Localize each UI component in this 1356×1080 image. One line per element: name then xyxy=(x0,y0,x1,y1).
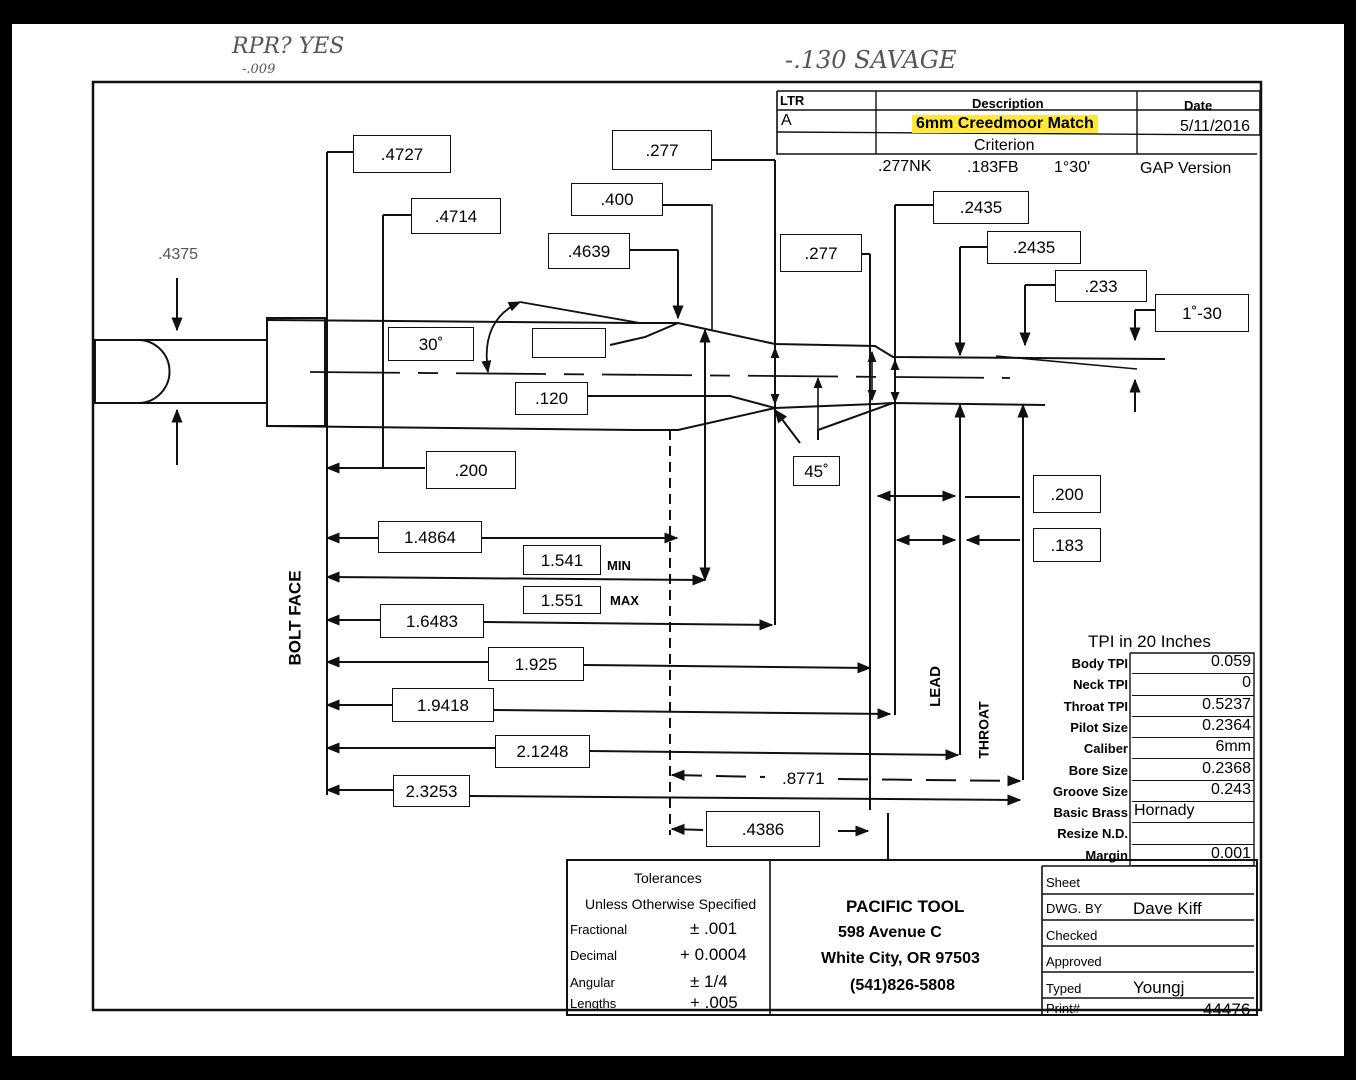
handwritten-savage-note: -.130 SAVAGE xyxy=(785,46,957,74)
tolerances-title: Tolerances xyxy=(634,870,702,886)
dim-8771: .8771 xyxy=(782,769,825,788)
description-value: 6mm Creedmoor Match xyxy=(912,115,1098,133)
tolerance-value: + .005 xyxy=(690,993,738,1012)
company-address: 598 Avenue C xyxy=(838,924,942,941)
tpi-row-value: 0 xyxy=(1132,674,1254,696)
company-phone: (541)826-5808 xyxy=(850,977,955,994)
version-label: GAP Version xyxy=(1140,160,1232,177)
dim-277-mid: .277 xyxy=(780,234,862,272)
dim-21248: 2.1248 xyxy=(495,735,590,768)
company-city: White City, OR 97503 xyxy=(821,950,980,967)
dim-16483: 1.6483 xyxy=(380,604,484,638)
dim-400: .400 xyxy=(571,183,663,216)
ltr-header: LTR xyxy=(780,93,805,108)
neck-spec: .277NK xyxy=(878,158,932,175)
tpi-row-label: Bore Size xyxy=(1068,762,1128,778)
tpi-title: TPI in 20 Inches xyxy=(1088,632,1211,651)
tpi-row-value: 0.2364 xyxy=(1132,717,1254,739)
tpi-row-value: 0.2368 xyxy=(1132,760,1254,781)
dim-4639: .4639 xyxy=(548,233,630,269)
min-label: MIN xyxy=(607,558,631,573)
tpi-row-value: 6mm xyxy=(1132,738,1254,760)
drawn-by-value: Dave Kiff xyxy=(1133,899,1202,918)
company-name: PACIFIC TOOL xyxy=(846,897,965,916)
checked-label: Checked xyxy=(1046,928,1098,943)
tpi-row-value xyxy=(1132,823,1254,845)
tpi-row-value: Hornady xyxy=(1132,802,1254,824)
description-header: Description xyxy=(972,96,1044,111)
dim-4386: .4386 xyxy=(706,811,820,847)
approved-label: Approved xyxy=(1046,954,1102,969)
date-header: Date xyxy=(1184,98,1213,113)
freebore-spec: .183FB xyxy=(967,159,1019,176)
dim-4375: .4375 xyxy=(158,246,199,263)
handwritten-subnote: -.009 xyxy=(242,62,276,77)
tpi-row-label: Margin xyxy=(1085,847,1128,863)
dim-1541: 1.541 xyxy=(523,545,601,575)
dim-1-30: 1˚-30 xyxy=(1155,294,1249,332)
dim-19418: 1.9418 xyxy=(392,688,494,722)
dim-183: .183 xyxy=(1033,528,1101,562)
dim-4727: .4727 xyxy=(353,135,451,173)
dim-1551: 1.551 xyxy=(523,586,601,614)
revision-letter: A xyxy=(781,112,792,129)
tpi-row-label: Body TPI xyxy=(1071,656,1128,671)
dim-empty-box xyxy=(532,328,606,358)
sheet-label: Sheet xyxy=(1046,875,1080,890)
angle-spec: 1°30' xyxy=(1054,159,1091,176)
handwritten-note: RPR? YES xyxy=(232,34,345,59)
tolerance-label: Decimal xyxy=(570,948,617,963)
tolerance-value: ± 1/4 xyxy=(690,972,728,991)
tolerance-value: ± .001 xyxy=(690,919,738,938)
date-value: 5/11/2016 xyxy=(1180,118,1250,135)
dim-shoulder-angle: 30˚ xyxy=(388,327,474,361)
dim-1925: 1.925 xyxy=(488,647,584,681)
print-label: Print# xyxy=(1046,1001,1080,1016)
dim-200-right: .200 xyxy=(1033,475,1101,513)
dim-2435-b: .2435 xyxy=(987,231,1081,264)
dim-120: .120 xyxy=(515,382,588,415)
tpi-row-value: 0.059 xyxy=(1132,653,1254,675)
tpi-row-label: Basic Brass xyxy=(1053,805,1128,821)
tpi-row-label: Resize N.D. xyxy=(1057,826,1128,842)
dim-2435-a: .2435 xyxy=(933,191,1029,224)
lead-label: LEAD xyxy=(926,666,944,707)
tpi-row-label: Pilot Size xyxy=(1070,719,1128,735)
throat-label: THROAT xyxy=(975,701,992,759)
dim-233: .233 xyxy=(1055,270,1147,302)
tolerance-label: Angular xyxy=(570,975,615,990)
tpi-row-label: Caliber xyxy=(1083,741,1128,757)
dim-14864: 1.4864 xyxy=(378,521,482,553)
tpi-row-value: 0.001 xyxy=(1132,845,1254,866)
tolerances-subtitle: Unless Otherwise Specified xyxy=(585,896,757,912)
tpi-row-value: 0.5237 xyxy=(1132,696,1254,717)
tpi-row-label: Neck TPI xyxy=(1073,677,1128,693)
bolt-head xyxy=(95,339,171,404)
tolerance-value: + 0.0004 xyxy=(680,945,747,964)
tpi-row-value: 0.243 xyxy=(1132,781,1254,803)
drawing-border xyxy=(91,80,1263,1012)
dim-23253: 2.3253 xyxy=(393,775,470,807)
tpi-row-label: Throat TPI xyxy=(1063,698,1128,714)
drawn-by-label: DWG. BY xyxy=(1046,901,1103,916)
dim-throat-angle: 45˚ xyxy=(793,456,840,486)
criterion-label: Criterion xyxy=(974,137,1035,154)
print-value: 44476 xyxy=(1203,1000,1251,1019)
tolerance-label: Fractional xyxy=(570,922,628,937)
tpi-row-label: Groove Size xyxy=(1052,783,1128,799)
typed-label: Typed xyxy=(1046,981,1082,996)
max-label: MAX xyxy=(610,593,639,608)
dim-277-top: .277 xyxy=(612,130,712,170)
dim-200-left: .200 xyxy=(426,451,516,489)
tolerance-label: Lengths xyxy=(570,996,617,1011)
bolt-face-label: BOLT FACE xyxy=(285,570,305,666)
typed-value: Youngj xyxy=(1133,978,1185,997)
dim-4714: .4714 xyxy=(411,198,501,234)
